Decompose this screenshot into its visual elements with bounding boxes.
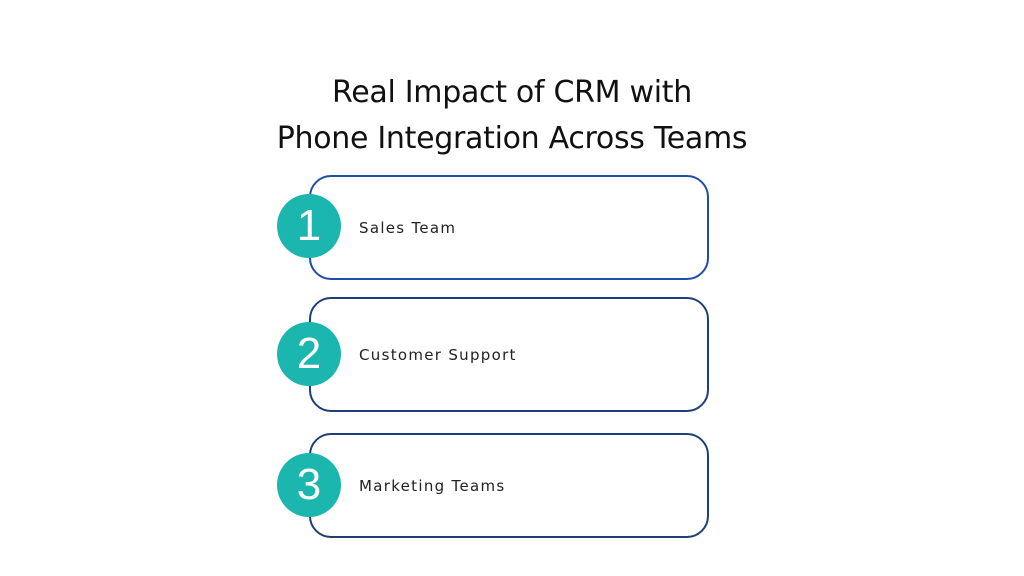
item-label: Marketing Teams xyxy=(359,476,506,495)
number-badge-2: 2 xyxy=(277,322,341,386)
list-item-marketing-teams: Marketing Teams xyxy=(309,433,709,538)
number-badge-3: 3 xyxy=(277,453,341,517)
title-line-2: Phone Integration Across Teams xyxy=(276,121,748,157)
item-label: Customer Support xyxy=(359,345,517,364)
item-number: 2 xyxy=(296,329,322,378)
item-number: 3 xyxy=(296,460,322,509)
page-title: Real Impact of CRM with Phone Integratio… xyxy=(0,70,1024,162)
item-label: Sales Team xyxy=(359,218,457,237)
title-line-1: Real Impact of CRM with xyxy=(332,75,692,111)
number-badge-1: 1 xyxy=(277,194,341,258)
item-number: 1 xyxy=(296,201,322,250)
list-item-sales-team: Sales Team xyxy=(309,175,709,280)
list-item-customer-support: Customer Support xyxy=(309,297,709,412)
